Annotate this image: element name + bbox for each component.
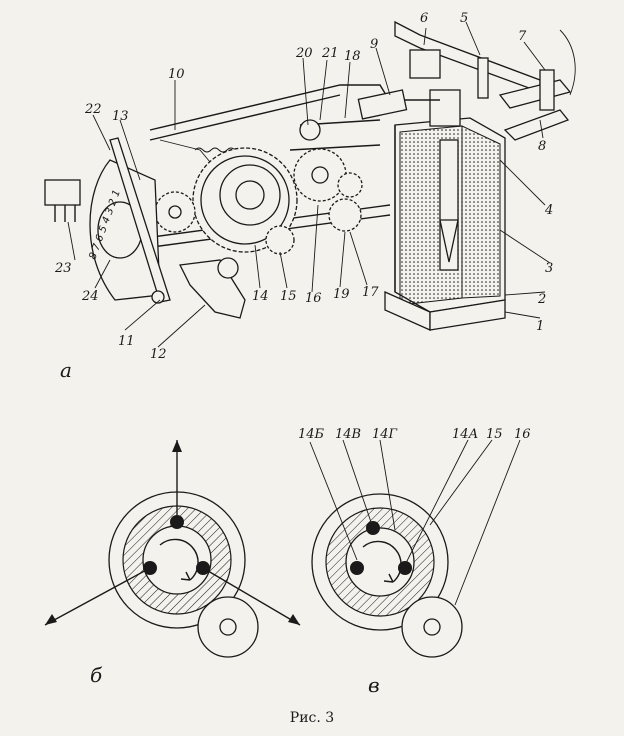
leader-lines-v [309, 439, 521, 606]
part-label-7: 7 [518, 29, 527, 44]
part-label-21: 21 [321, 46, 339, 61]
part-label-5: 5 [460, 11, 468, 26]
part-label-11: 11 [118, 334, 135, 349]
part-label-12: 12 [150, 347, 167, 362]
brush-block [44, 179, 81, 222]
part-label-22: 22 [84, 102, 102, 117]
figure-caption: Рис. 3 [290, 710, 334, 726]
small-gears [154, 119, 363, 255]
part-label-18: 18 [344, 49, 361, 64]
part-label-23: 23 [54, 261, 72, 276]
part-label-14: 14 [252, 289, 269, 304]
part-label-6: 6 [420, 11, 428, 26]
big-gear [192, 147, 298, 253]
subfigure-label-b: б [90, 663, 103, 687]
subfigure-a-drawing: 8 7 6 5 4 3 2 1 [44, 11, 576, 382]
part-label-13: 13 [112, 109, 129, 124]
part-label-9: 9 [370, 37, 378, 52]
magnet-block [384, 117, 506, 332]
lever-assembly [394, 20, 576, 141]
part-labels-a: 1 2 3 4 5 6 7 8 9 10 11 12 13 14 15 16 1… [54, 11, 553, 362]
part-label-19: 19 [333, 287, 350, 302]
subfigure-v-drawing: 14Б 14В 14Г 14А 15 16 в [298, 427, 531, 697]
part-label-16: 16 [305, 291, 322, 306]
part-label-15: 15 [280, 289, 297, 304]
label-16: 16 [514, 427, 531, 442]
subfigure-label-v: в [368, 673, 380, 697]
part-label-20: 20 [295, 46, 313, 61]
label-14b: 14Б [298, 427, 325, 442]
part-label-24: 24 [81, 289, 99, 304]
leader-lines [67, 21, 551, 348]
spring-coil [194, 147, 236, 153]
label-14a: 14А [452, 427, 478, 442]
bracket [179, 257, 246, 319]
part-label-4: 4 [544, 203, 553, 218]
subfigure-label-a: а [60, 358, 72, 382]
part-label-17: 17 [362, 285, 379, 300]
part-label-10: 10 [168, 67, 185, 82]
part-label-8: 8 [538, 139, 546, 154]
label-15: 15 [486, 427, 503, 442]
part-label-2: 2 [537, 292, 546, 307]
subfigure-b-drawing: б [44, 440, 301, 687]
part-label-3: 3 [545, 261, 553, 276]
label-14g: 14Г [372, 427, 398, 442]
label-14v: 14В [335, 427, 361, 442]
part-label-1: 1 [536, 319, 544, 334]
